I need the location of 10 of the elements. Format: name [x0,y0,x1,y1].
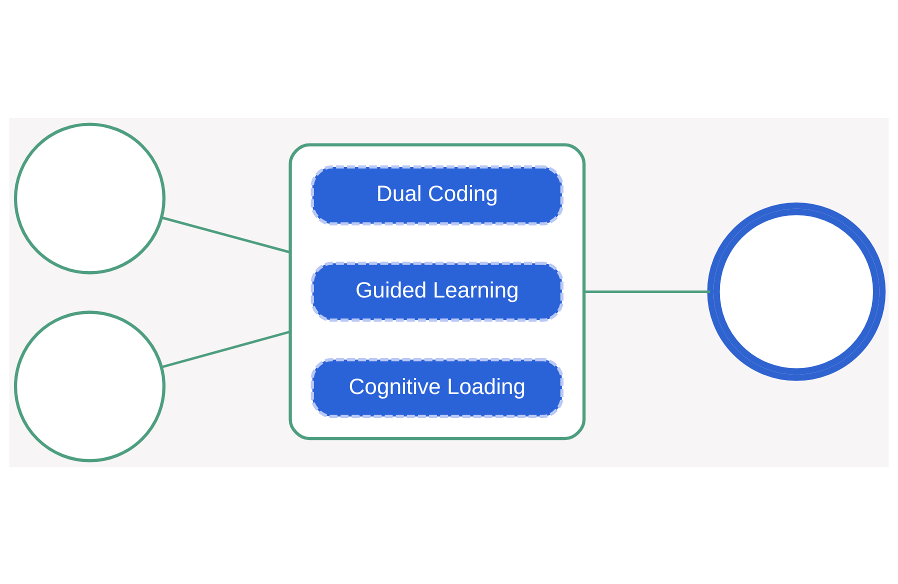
node-box: Dual Coding [310,164,564,225]
cluster [288,142,586,440]
node-box: Cognitive Loading [310,358,564,418]
node-circle [14,122,166,274]
node-circle [14,310,166,462]
node-circle [707,202,886,380]
connector [161,330,291,368]
node-box: Guided Learning [310,261,564,322]
connector [584,290,710,292]
connector [161,216,291,254]
